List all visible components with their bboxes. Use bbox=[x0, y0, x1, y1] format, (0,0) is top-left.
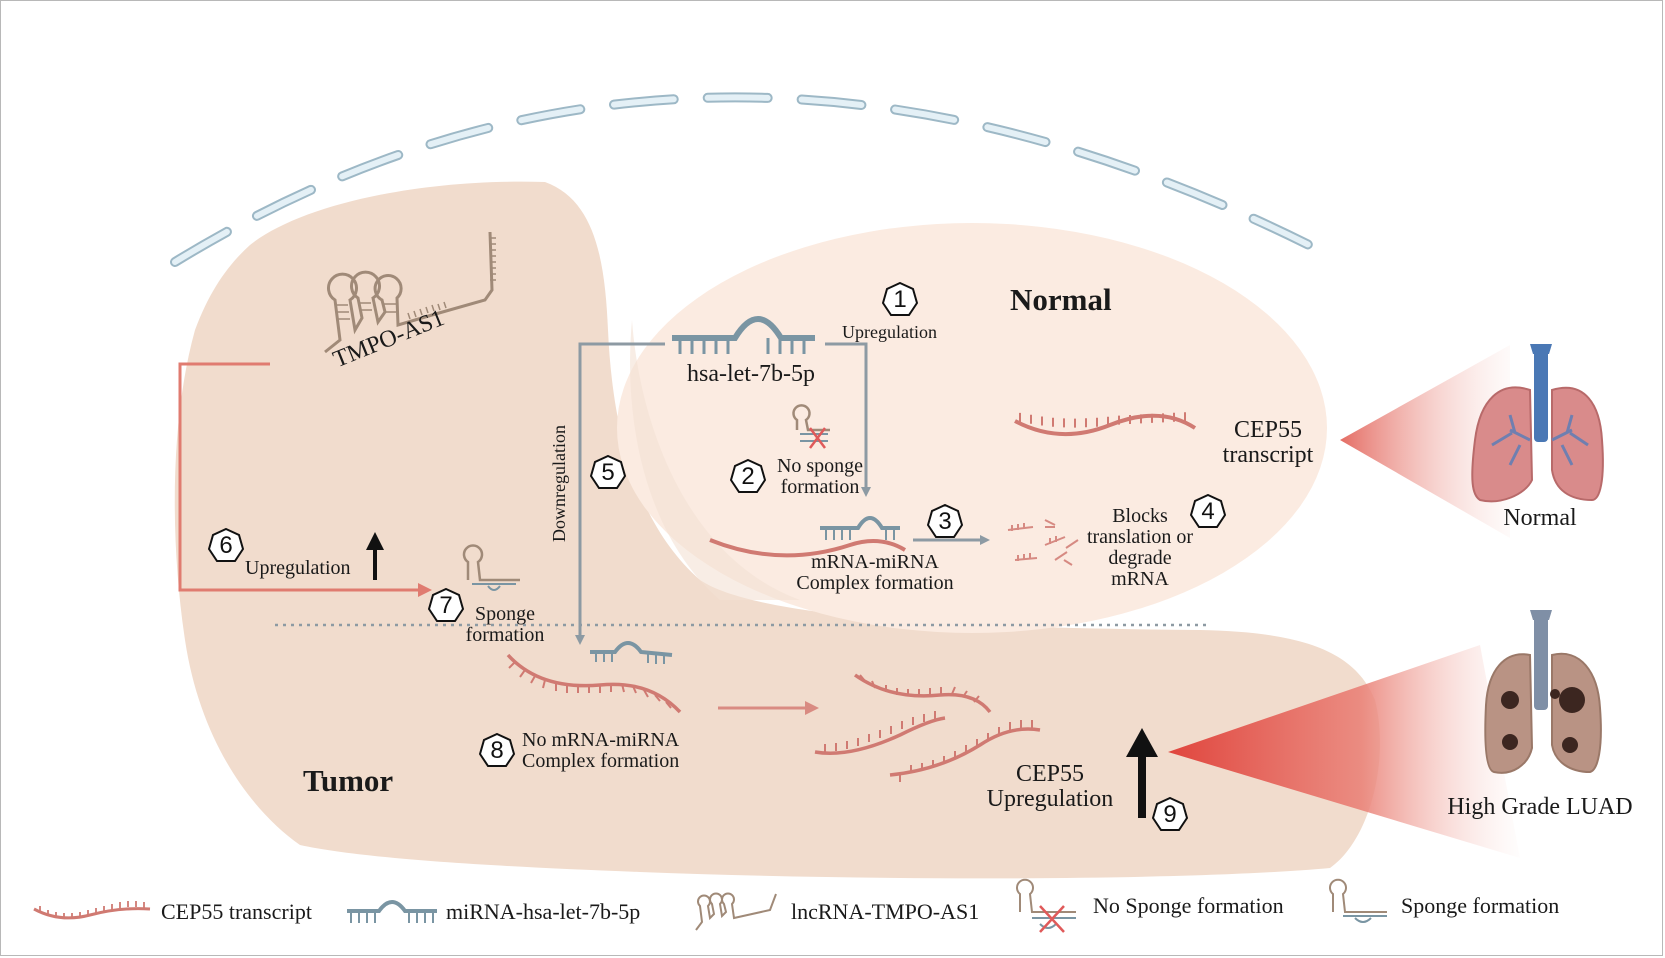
step-8-line1: No mRNA-miRNA bbox=[522, 729, 680, 751]
step-7-line1: Sponge bbox=[475, 603, 535, 625]
legend-item-sponge: Sponge formation bbox=[1325, 876, 1559, 936]
cep55-transcript-icon bbox=[33, 901, 151, 920]
upregulation-arrow-6 bbox=[366, 532, 384, 580]
step-5-label: Downregulation bbox=[549, 425, 569, 542]
step-4-line1: Blocks bbox=[1112, 505, 1168, 527]
tumor-region bbox=[174, 181, 1380, 879]
no-sponge-icon bbox=[1016, 878, 1076, 933]
normal-lung-label: Normal bbox=[1503, 505, 1577, 531]
tumor-region-label: Tumor bbox=[303, 763, 394, 798]
downregulation-arrow bbox=[575, 342, 665, 645]
step-2-label: No sponge formation bbox=[765, 456, 875, 498]
normal-cone bbox=[1340, 345, 1510, 538]
legend-item-no-sponge: No Sponge formation bbox=[1012, 876, 1284, 936]
cep55-transcript-normal bbox=[1014, 412, 1197, 437]
step-9-label: CEP55 Upregulation bbox=[970, 761, 1130, 813]
mrna-mirna-complex bbox=[709, 516, 907, 558]
no-sponge-icon-normal bbox=[792, 404, 830, 449]
step-5-badge: 5 bbox=[590, 455, 626, 491]
lncrna-tmpo-as1-icon bbox=[324, 231, 496, 354]
legend-item-mirna: miRNA-hsa-let-7b-5p bbox=[345, 892, 640, 932]
step-1-label: Upregulation bbox=[842, 322, 937, 342]
step-6-label: Upregulation bbox=[245, 557, 351, 579]
step-6-badge: 6 bbox=[208, 528, 244, 564]
step-8-line2: Complex formation bbox=[522, 750, 680, 772]
step-9-line1: CEP55 bbox=[1015, 761, 1084, 787]
cep55-transcript-ticks-tumor bbox=[508, 661, 1033, 782]
cell-membrane-inner bbox=[172, 94, 1318, 265]
legend-item-cep55: CEP55 transcript bbox=[30, 892, 312, 932]
step-3-badge: 3 bbox=[927, 504, 963, 540]
step-9-line2: Upregulation bbox=[986, 786, 1114, 813]
step-3-line2: Complex formation bbox=[796, 572, 954, 594]
legend-label-lncrna: lncRNA-TMPO-AS1 bbox=[791, 899, 980, 924]
normal-region-overlap bbox=[630, 320, 800, 600]
normal-region-label: Normal bbox=[1010, 282, 1112, 317]
step-4-badge: 4 bbox=[1190, 494, 1226, 530]
tumor-lung-icon bbox=[1484, 610, 1602, 774]
legend-label-mirna: miRNA-hsa-let-7b-5p bbox=[446, 899, 641, 924]
cep55-label-line1: CEP55 bbox=[1233, 417, 1302, 443]
degraded-mrna-fragments bbox=[1007, 519, 1079, 566]
cep55-label-line2: transcript bbox=[1222, 442, 1314, 469]
normal-region bbox=[617, 223, 1327, 633]
tumor-cone bbox=[1168, 645, 1520, 858]
mirna-tumor-free bbox=[590, 641, 673, 664]
lncrna-icon bbox=[695, 892, 777, 931]
legend-item-lncrna: lncRNA-TMPO-AS1 bbox=[690, 892, 979, 932]
legend-label-cep55: CEP55 transcript bbox=[161, 899, 312, 924]
step-4-line2: translation or bbox=[1086, 526, 1194, 548]
step-4-label: Blocks translation or degrade mRNA bbox=[1070, 506, 1210, 590]
step-9-badge: 9 bbox=[1152, 797, 1188, 833]
cep55-transcript-label: CEP55 transcript bbox=[1208, 417, 1328, 469]
step-4-line4: mRNA bbox=[1111, 568, 1169, 590]
step-8-label: No mRNA-miRNA Complex formation bbox=[522, 730, 679, 772]
sponge-icon bbox=[1329, 878, 1387, 923]
step-2-badge: 2 bbox=[730, 459, 766, 495]
upregulation-arrow-normal bbox=[825, 342, 871, 497]
step-7-badge: 7 bbox=[428, 588, 464, 624]
step-1-badge: 1 bbox=[882, 282, 918, 318]
step-4-line3: degrade bbox=[1108, 547, 1172, 569]
mirna-hsa-let-7b-5p-icon bbox=[672, 316, 815, 354]
step-2-line1: No sponge bbox=[776, 455, 864, 477]
step-2-line2: formation bbox=[780, 476, 860, 498]
step-3-line1: mRNA-miRNA bbox=[811, 551, 939, 573]
step-8-badge: 8 bbox=[479, 733, 515, 769]
upregulation-path-arrow bbox=[178, 362, 432, 597]
step-7-label: Sponge formation bbox=[455, 604, 555, 646]
legend-label-no-sponge: No Sponge formation bbox=[1093, 893, 1284, 918]
mirna-icon bbox=[347, 900, 437, 923]
normal-lung-icon bbox=[1471, 344, 1604, 503]
step-3-label: mRNA-miRNA Complex formation bbox=[780, 552, 970, 594]
step-7-line2: formation bbox=[465, 624, 545, 646]
mirna-label: hsa-let-7b-5p bbox=[687, 361, 815, 387]
sponge-icon-tumor bbox=[462, 544, 520, 591]
tumor-lung-label: High Grade LUAD bbox=[1447, 794, 1633, 820]
legend-label-sponge: Sponge formation bbox=[1401, 893, 1560, 918]
cep55-upregulation-arrow bbox=[1126, 728, 1158, 818]
